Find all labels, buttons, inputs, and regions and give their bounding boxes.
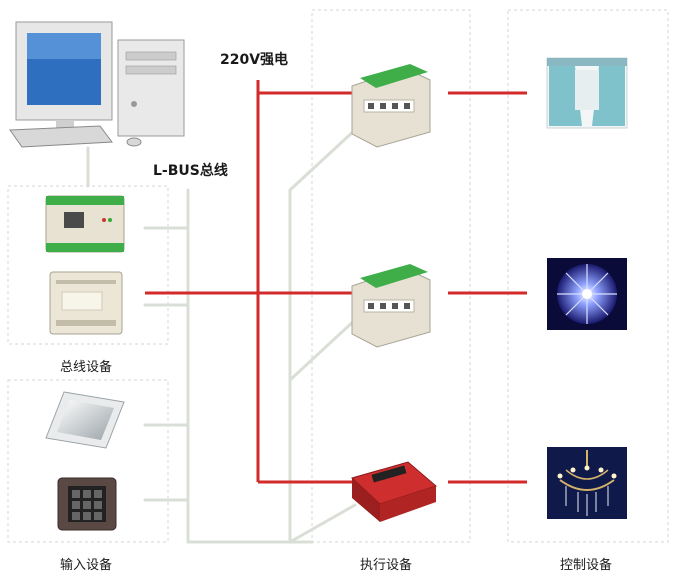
computer-icon — [9, 21, 185, 148]
led-light-icon — [547, 258, 627, 330]
power-label: 220V强电 — [220, 52, 289, 68]
relay-module-icon — [351, 264, 431, 348]
keypad-icon — [57, 477, 117, 531]
curtain-icon — [546, 57, 628, 129]
controlled-devices-frame — [507, 9, 669, 543]
chandelier-icon — [547, 447, 627, 519]
bus-label: L-BUS总线 — [153, 163, 228, 179]
touch-panel-icon — [45, 391, 125, 449]
power-supply-icon — [49, 271, 123, 335]
actuators-caption: 执行设备 — [360, 558, 413, 573]
input-devices-caption: 输入设备 — [60, 558, 113, 573]
bus-lines — [86, 128, 357, 544]
controlled-devices-caption: 控制设备 — [560, 558, 613, 573]
relay-module-icon — [351, 64, 431, 148]
actuators-frame — [311, 9, 471, 543]
bus-devices-caption: 总线设备 — [60, 360, 113, 375]
input-devices-frame — [7, 379, 169, 543]
power-lines — [145, 80, 527, 484]
gateway-module-icon — [45, 195, 125, 253]
dimmer-module-icon — [351, 461, 438, 522]
